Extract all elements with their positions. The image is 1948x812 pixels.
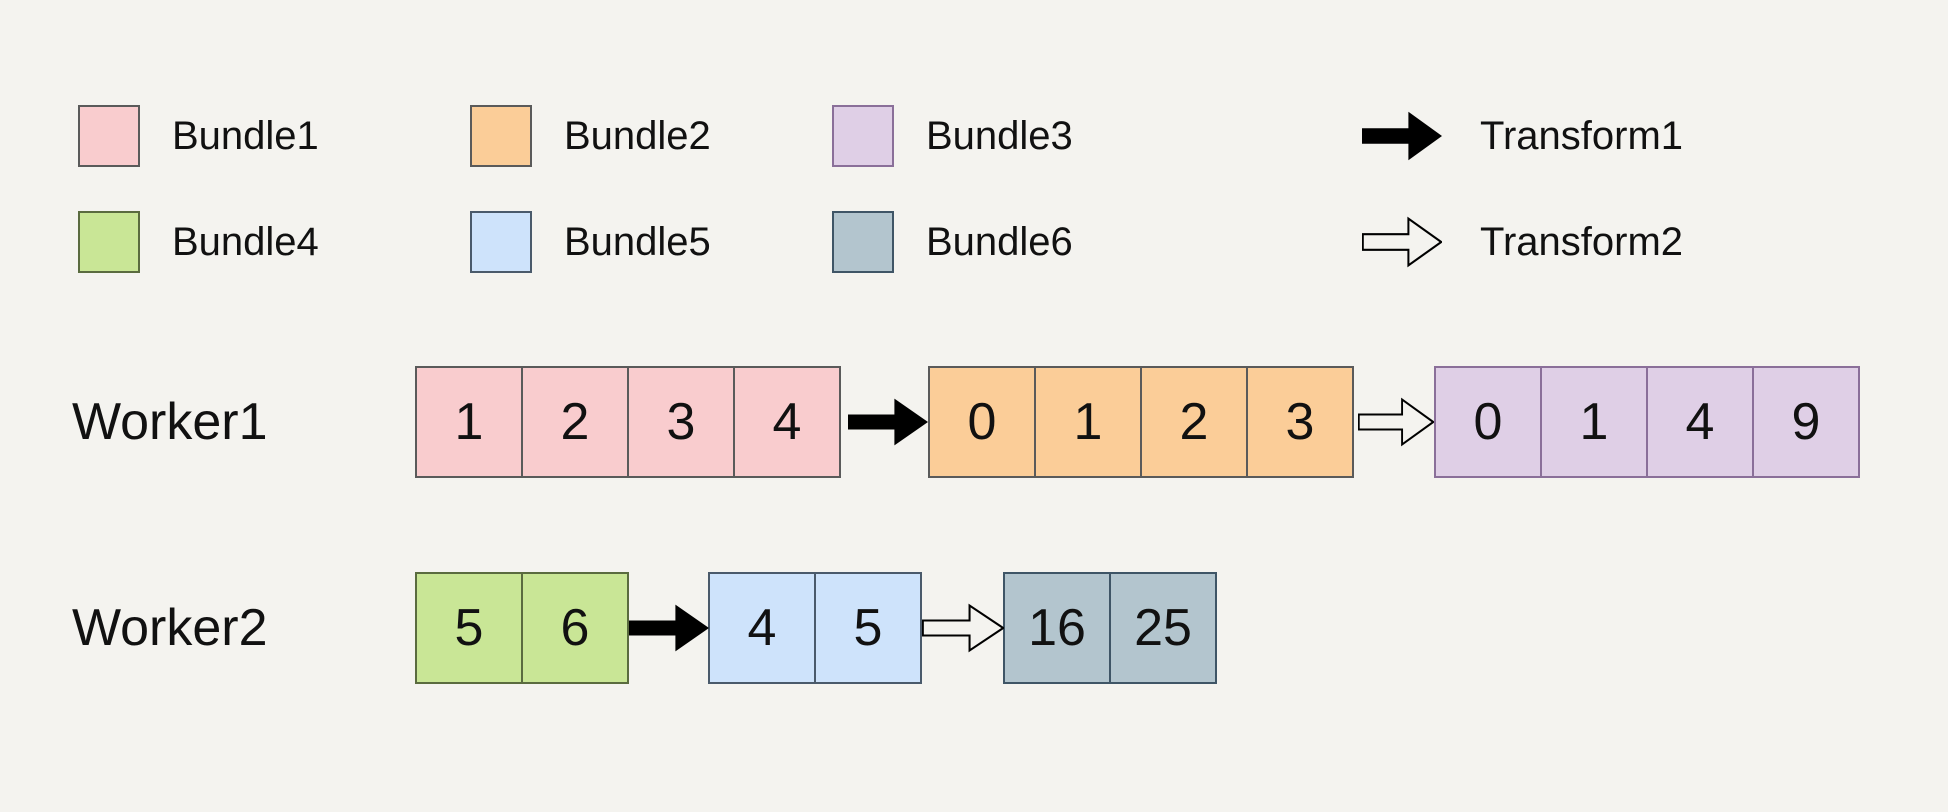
bundle-cell: 5 [814, 572, 922, 684]
bundle-cell: 1 [415, 366, 523, 478]
legend-label: Bundle3 [926, 114, 1073, 158]
bundle-cell: 4 [1646, 366, 1754, 478]
legend-label: Bundle1 [172, 114, 319, 158]
bundle-cell: 0 [928, 366, 1036, 478]
legend-item-bundle3: Bundle3 [832, 105, 1073, 167]
bundle-cell: 0 [1434, 366, 1542, 478]
legend-label: Transform2 [1480, 220, 1684, 264]
transform1-solid-arrow-icon [629, 572, 709, 684]
color-swatch-icon [78, 105, 140, 167]
color-swatch-icon [470, 211, 532, 273]
bundle-cell: 4 [708, 572, 816, 684]
bundle-cell: 2 [1140, 366, 1248, 478]
worker-label: Worker2 [72, 599, 268, 657]
legend-label: Bundle2 [564, 114, 711, 158]
bundle-cell: 6 [521, 572, 629, 684]
legend-label: Bundle5 [564, 220, 711, 264]
bundle-cell: 5 [415, 572, 523, 684]
transform1-solid-arrow-icon [848, 366, 928, 478]
worker-label: Worker1 [72, 393, 268, 451]
solid-arrow-right-icon [1362, 105, 1448, 167]
bundle-cell: 4 [733, 366, 841, 478]
transform2-hollow-arrow-icon [922, 572, 1004, 684]
bundle-cell: 16 [1003, 572, 1111, 684]
legend-label: Bundle6 [926, 220, 1073, 264]
legend-item-transform1: Transform1 [1362, 105, 1683, 167]
bundle-cell: 3 [627, 366, 735, 478]
bundle-cell: 1 [1034, 366, 1142, 478]
legend-label: Bundle4 [172, 220, 319, 264]
legend-label: Transform1 [1480, 114, 1684, 158]
bundle-cell: 3 [1246, 366, 1354, 478]
legend-item-bundle2: Bundle2 [470, 105, 711, 167]
legend-item-bundle6: Bundle6 [832, 211, 1073, 273]
legend-item-bundle4: Bundle4 [78, 211, 319, 273]
color-swatch-icon [470, 105, 532, 167]
bundle-cell: 2 [521, 366, 629, 478]
bundle-cell: 25 [1109, 572, 1217, 684]
color-swatch-icon [78, 211, 140, 273]
transform2-hollow-arrow-icon [1358, 366, 1434, 478]
legend-item-bundle1: Bundle1 [78, 105, 319, 167]
color-swatch-icon [832, 211, 894, 273]
bundle-cell: 1 [1540, 366, 1648, 478]
bundle-cell: 9 [1752, 366, 1860, 478]
legend-item-bundle5: Bundle5 [470, 211, 711, 273]
legend-item-transform2: Transform2 [1362, 211, 1683, 273]
hollow-arrow-right-icon [1362, 211, 1448, 273]
color-swatch-icon [832, 105, 894, 167]
